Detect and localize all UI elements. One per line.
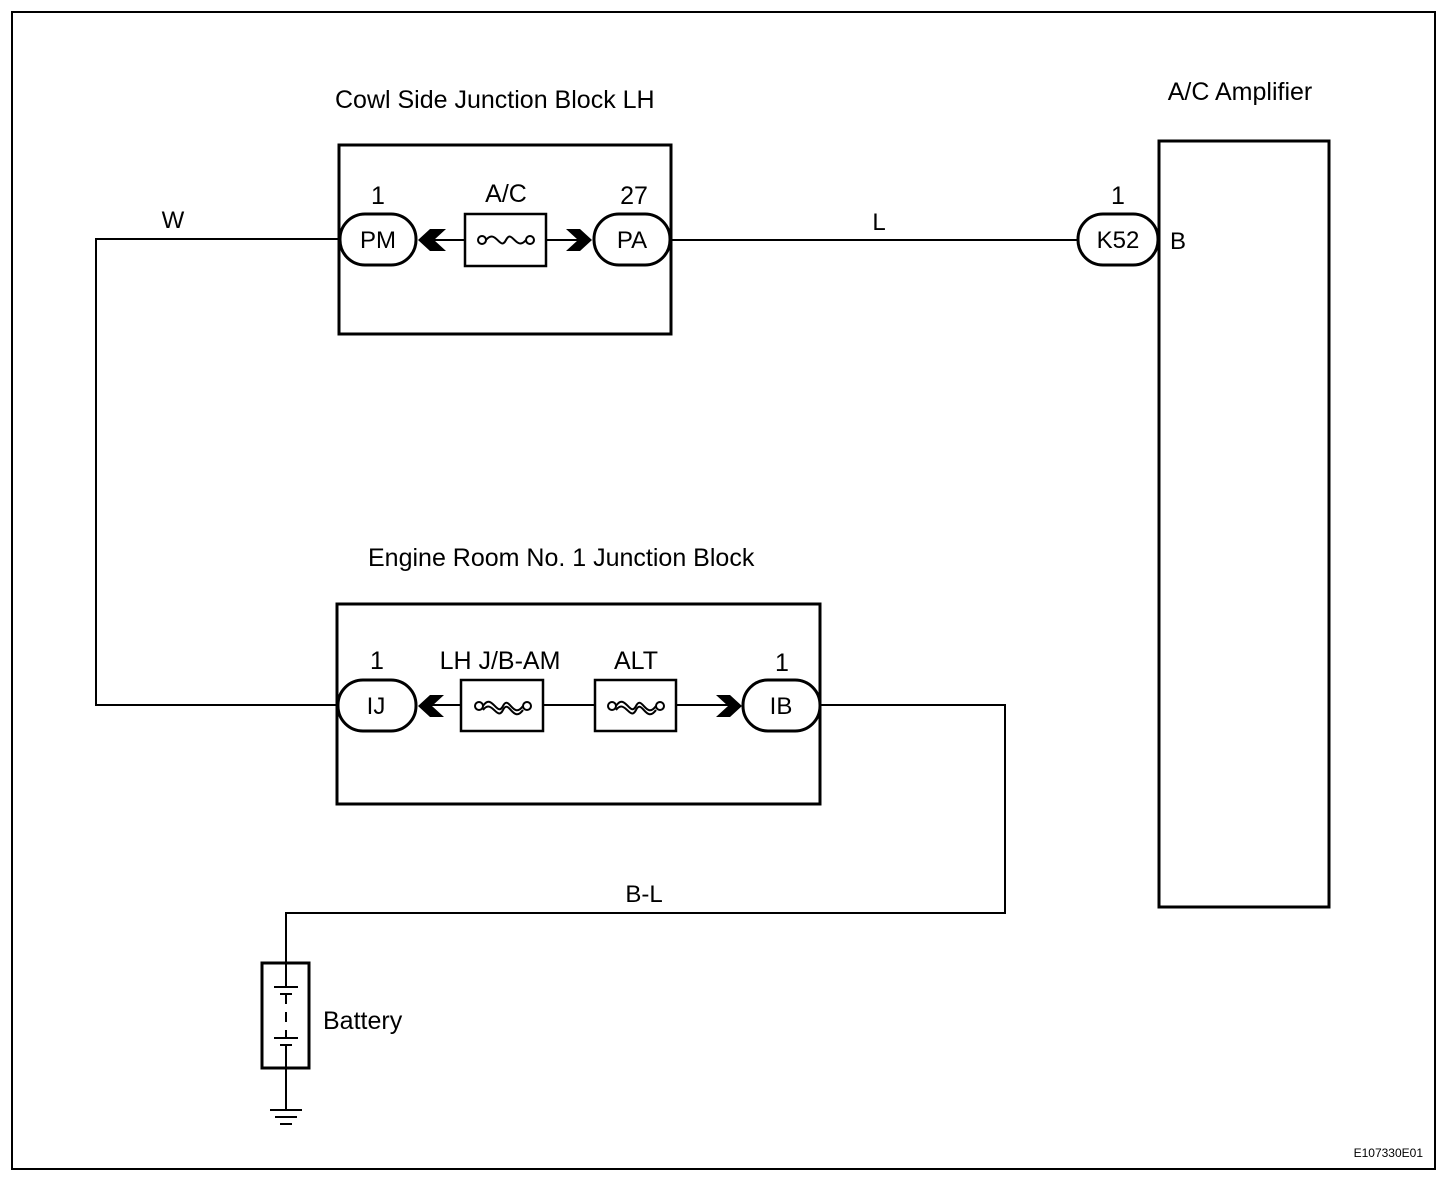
engine-connector-ij-label: IJ xyxy=(367,693,386,720)
cowl-pin-right: 27 xyxy=(620,182,648,210)
ac-fuse-symbol xyxy=(463,212,548,268)
wire-b-l-color: B-L xyxy=(625,881,662,908)
battery-label: Battery xyxy=(323,1007,403,1035)
amplifier-pin: 1 xyxy=(1111,182,1125,210)
ac-amplifier: A/C Amplifier 1 K52 B xyxy=(1076,78,1331,909)
cowl-junction-block: Cowl Side Junction Block LH 1 PM A/C 27 … xyxy=(335,86,673,336)
battery: Battery xyxy=(260,961,403,1125)
engine-block-title: Engine Room No. 1 Junction Block xyxy=(368,544,755,572)
engine-right-terminal-arrow xyxy=(716,695,742,717)
wire-b-l xyxy=(285,704,1006,963)
wire-w-color: W xyxy=(162,207,185,234)
engine-junction-block: Engine Room No. 1 Junction Block 1 IJ LH… xyxy=(335,544,822,806)
amplifier-terminal-b: B xyxy=(1170,228,1186,255)
cowl-right-terminal-arrow xyxy=(566,229,592,251)
amplifier-title: A/C Amplifier xyxy=(1168,78,1312,106)
ground-icon xyxy=(270,1109,302,1125)
figure-code: E107330E01 xyxy=(1354,1146,1424,1160)
amplifier-box xyxy=(1157,139,1331,909)
cowl-left-terminal-arrow xyxy=(418,229,446,251)
engine-connector-ib xyxy=(741,678,822,733)
cowl-connector-pa-label: PA xyxy=(617,227,647,254)
cowl-block-title: Cowl Side Junction Block LH xyxy=(335,86,655,114)
engine-left-terminal-arrow xyxy=(418,695,444,717)
wire-l-color: L xyxy=(872,209,885,236)
lh-jb-am-fuse-symbol xyxy=(459,678,545,733)
engine-pin-left: 1 xyxy=(370,647,384,675)
alt-fuse-symbol xyxy=(593,678,678,733)
wire-w xyxy=(95,238,340,706)
fuse-alt-label: ALT xyxy=(614,647,658,675)
cowl-connector-pm-label: PM xyxy=(360,227,396,254)
engine-connector-ij xyxy=(336,678,418,733)
cowl-pin-left: 1 xyxy=(371,182,385,210)
cowl-fuse-label: A/C xyxy=(485,180,527,208)
amplifier-connector-label: K52 xyxy=(1097,227,1140,254)
engine-connector-ib-label: IB xyxy=(770,693,793,720)
engine-pin-right: 1 xyxy=(775,649,789,677)
fuse-lh-jb-am-label: LH J/B-AM xyxy=(440,647,561,675)
